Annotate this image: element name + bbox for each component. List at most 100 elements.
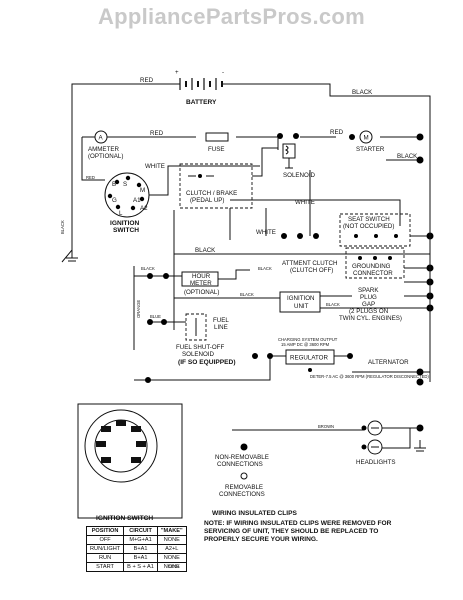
table-cell: OFF [85, 535, 125, 545]
seat-switch-frame [339, 213, 411, 247]
not-occupied-label: (NOT OCCUPIED) [343, 223, 394, 230]
ammeter-a: A [99, 135, 104, 142]
attment-clutch-label: ATTMENT CLUTCH [282, 260, 337, 267]
ignition-switch-title: IGNITION SWITCH [96, 515, 153, 522]
plug-label: PLUG [360, 294, 377, 301]
note-line-2: SERVICING OF UNIT, THEY SHOULD BE REPLAC… [204, 528, 378, 535]
seat-switch-label: SEAT SWITCH [348, 216, 390, 223]
ignition-switch-label2: SWITCH [113, 227, 139, 234]
if-so-equipped-label: (IF SO EQUIPPED) [178, 359, 236, 366]
grounding-label: GROUNDING [352, 263, 391, 270]
fuel-shutoff-label2: SOLENOID [182, 351, 215, 358]
table-header: "MAKE" [156, 526, 187, 536]
table-cell: B+A1 [123, 553, 158, 563]
solenoid-label: SOLENOID [283, 172, 316, 179]
ammeter-label: AMMETER [88, 146, 119, 153]
table-row: START B + S + A1 NONE [85, 562, 187, 572]
ign-b: B [112, 181, 116, 188]
note-line-3: PROPERLY SECURE YOUR WIRING. [204, 536, 318, 543]
note-line-1: NOTE: IF WIRING INSULATED CLIPS WERE REM… [204, 520, 392, 527]
wire-label-black-starter: BLACK [397, 153, 418, 160]
spark-label: SPARK [358, 287, 379, 294]
table-cell: B+A1 [123, 544, 158, 554]
headlights-label: HEADLIGHTS [356, 459, 396, 466]
wire-label-black-top: BLACK [352, 89, 373, 96]
wire-label-black-left-vert: BLACK [60, 220, 65, 234]
hour-meter-label: HOUR [192, 273, 211, 280]
wire-label-red-right: RED [330, 129, 344, 136]
battery-minus: - [222, 69, 224, 76]
wire-label-white-clutch: WHITE [295, 199, 315, 206]
fuel-line-label2: LINE [214, 324, 228, 331]
table-cell: RUN/LIGHT [85, 544, 125, 554]
wire-label-red-top: RED [140, 77, 154, 84]
grounding-connector-frame [345, 247, 405, 279]
legend-removable: REMOVABLE [225, 484, 263, 491]
pedal-up-label: (PEDAL UP) [190, 197, 225, 204]
starter-label: STARTER [356, 146, 385, 153]
clutch-brake-frame [179, 163, 253, 209]
ign-m: M [140, 187, 145, 194]
starter-symbol [349, 130, 424, 144]
ignition-unit-box [279, 291, 321, 313]
legend-nonremovable-dot [240, 443, 248, 451]
ignition-switch-terminals [96, 420, 146, 463]
wire-label-black-gc: BLACK [195, 247, 216, 254]
fuse-label: FUSE [208, 146, 225, 153]
table-cell: A2+L [156, 544, 187, 554]
connector-label: CONNECTOR [353, 270, 393, 277]
hour-meter-label2: METER [190, 280, 212, 287]
regulator-note: DETER-7.5 AC @ 3600 RPM (REGULATOR DISCO… [310, 374, 429, 379]
legend-removable-ring [240, 472, 248, 480]
table-cell: NONE [156, 562, 187, 572]
watermark: AppliancePartsPros.com [97, 4, 366, 29]
headlights-symbol [361, 420, 424, 455]
wire-label-orange: ORANGE [136, 300, 141, 318]
clutch-off-label: (CLUTCH OFF) [290, 267, 333, 274]
ammeter-optional: (OPTIONAL) [88, 153, 123, 160]
table-cell: RUN [85, 553, 125, 563]
gap-label: GAP [362, 301, 375, 308]
wire-label-black-hm: BLACK [141, 266, 155, 271]
battery-plus: + [175, 69, 179, 76]
battery-label: BATTERY [186, 99, 217, 106]
charging-note: CHARGING SYSTEM OUTPUT [278, 337, 338, 342]
table-cell: NONE [156, 553, 187, 563]
wire-label-black-iu: BLACK [240, 292, 254, 297]
clutch-brake-label: CLUTCH / BRAKE [186, 190, 237, 197]
fuel-shutoff-label: FUEL SHUT-OFF [176, 344, 224, 351]
alternator-label: ALTERNATOR [368, 359, 409, 366]
solenoid-symbol [277, 133, 299, 169]
ign-a1: A1 [133, 197, 141, 204]
wire-label-black-iu2: BLACK [326, 302, 340, 307]
fuel-solenoid-frame [185, 313, 207, 341]
table-row: RUN/LIGHT B+A1 A2+L [85, 544, 187, 554]
ground-symbol-left [66, 250, 78, 262]
ign-a2: A2 [140, 205, 148, 212]
starter-m: M [364, 135, 369, 142]
ignition-unit-label2: UNIT [294, 303, 309, 310]
hour-meter-optional: (OPTIONAL) [184, 289, 219, 296]
wire-label-white-ign: WHITE [145, 163, 165, 170]
table-header: CIRCUIT [123, 526, 158, 536]
ignition-unit-label: IGNITION [287, 295, 315, 302]
ign-g: G [112, 197, 117, 204]
ign-l: L [119, 210, 123, 217]
table-row: OFF M+G+A1 NONE [85, 535, 187, 545]
clips-title: WIRING INSULATED CLIPS [212, 510, 297, 517]
legend-nonremovable: NON-REMOVABLE [215, 454, 269, 461]
wire-label-red-ign: RED [86, 175, 95, 180]
ammeter-symbol [94, 130, 108, 144]
ign-s: S [123, 181, 127, 188]
fuel-line-label: FUEL [213, 317, 229, 324]
table-cell: NONE [156, 535, 187, 545]
wire-label-brown: BROWN [318, 424, 334, 429]
attment-clutch-connector [281, 232, 434, 240]
battery-circuit [71, 78, 431, 108]
table-cell: START [85, 562, 125, 572]
ignition-switch-label: IGNITION [110, 220, 140, 227]
charging-note2: 15 AMP DC @ 3600 RPM [281, 342, 330, 347]
table-header-row: POSITION CIRCUIT "MAKE" [85, 526, 187, 536]
twin-cyl-label: TWIN CYL. ENGINES) [339, 315, 402, 322]
